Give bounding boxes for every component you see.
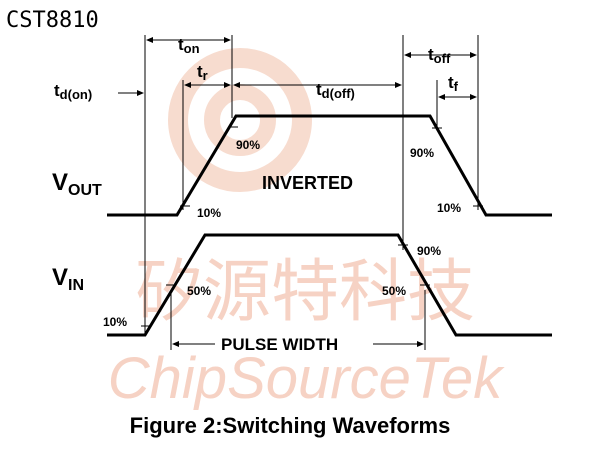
part-number: CST8810: [6, 8, 99, 33]
pct-vin-50-fall: 50%: [382, 284, 406, 298]
pct-vout-90-fall: 90%: [410, 146, 434, 160]
arrow-tf-left: [438, 94, 445, 100]
arrow-pulse-width-right: [417, 341, 424, 347]
label-t-off: toff: [428, 45, 451, 66]
watermark-logo: [168, 48, 312, 192]
label-inverted: INVERTED: [262, 173, 353, 193]
label-t-on: ton: [178, 35, 200, 56]
arrow-tr-right: [224, 82, 231, 88]
arrow-td-off-left: [233, 82, 240, 88]
arrow-pulse-width-left: [172, 341, 179, 347]
vin-waveform: [107, 233, 552, 337]
label-pulse-width: PULSE WIDTH: [221, 335, 338, 354]
pct-vin-90-fall: 90%: [417, 244, 441, 258]
watermark: 矽源特科技 ChipSourceTek: [108, 48, 505, 411]
label-t-r: tr: [197, 62, 208, 83]
vout-waveform: [107, 114, 552, 217]
arrow-toff-left: [404, 52, 411, 58]
watermark-chinese: 矽源特科技: [135, 254, 475, 330]
signal-label-vin: VIN: [52, 264, 84, 294]
annotations: INVERTED PULSE WIDTH 90% 10% 90% 10% 10%…: [103, 138, 461, 354]
label-t-d-off: td(off): [316, 80, 355, 101]
signal-label-vout: VOUT: [52, 169, 102, 199]
arrow-td-off-right: [395, 82, 402, 88]
pct-vout-10-fall: 10%: [437, 201, 461, 215]
timing-labels: ton tr td(on) td(off) toff tf: [54, 35, 459, 102]
arrowheads: [137, 37, 477, 347]
pct-vin-10: 10%: [103, 315, 127, 329]
arrow-toff-right: [470, 52, 477, 58]
arrow-td-on: [137, 90, 144, 96]
pct-vout-10-rise: 10%: [197, 206, 221, 220]
watermark-latin: ChipSourceTek: [108, 346, 505, 411]
lines: [107, 35, 552, 350]
pct-vin-50-rise: 50%: [187, 284, 211, 298]
label-t-f: tf: [448, 73, 459, 94]
figure-caption: Figure 2:Switching Waveforms: [130, 413, 451, 438]
label-t-d-on: td(on): [54, 81, 92, 102]
arrow-tr-left: [184, 82, 191, 88]
pct-vout-90-rise: 90%: [236, 138, 260, 152]
arrow-tf-right: [470, 94, 477, 100]
arrow-ton-right: [224, 37, 231, 43]
arrow-ton-left: [146, 37, 153, 43]
